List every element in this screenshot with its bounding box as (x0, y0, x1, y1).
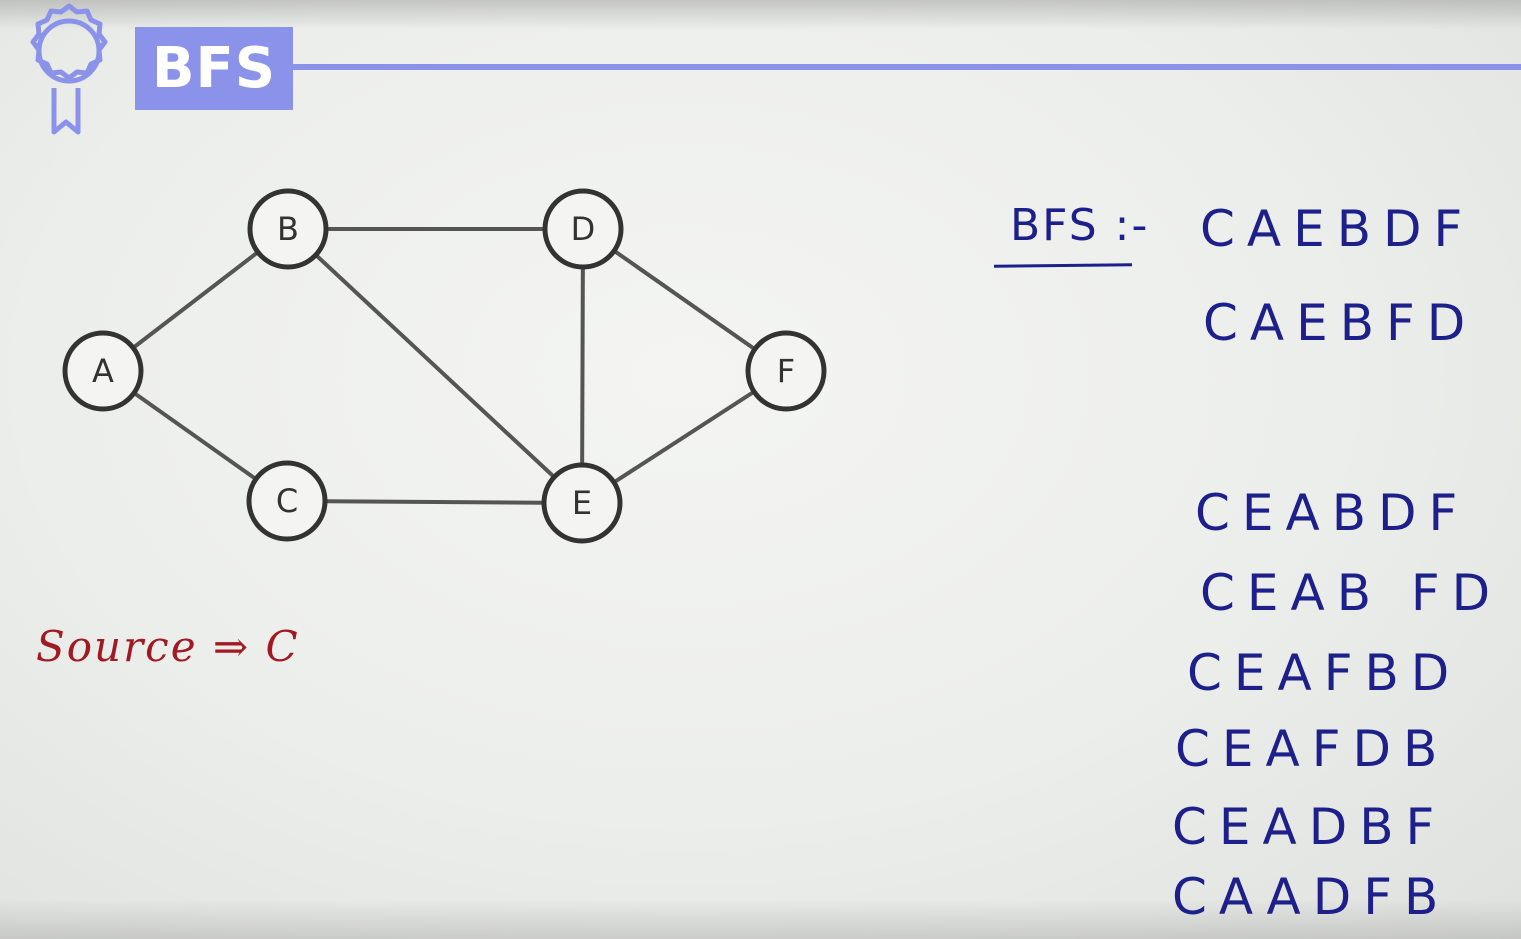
edge-d-e (580, 228, 585, 504)
node-b: B (247, 188, 329, 270)
bfs-label-underline (993, 263, 1133, 268)
bottom-shade (0, 899, 1521, 939)
node-label: C (276, 482, 298, 520)
award-ribbon-icon (30, 3, 108, 135)
node-e: E (541, 462, 623, 544)
bfs-sequence-3: CEABDF (1195, 484, 1470, 542)
bfs-sequence-8: CAADFB (1172, 868, 1451, 926)
bfs-sequence-7: CEADBF (1172, 798, 1447, 856)
node-d: D (542, 188, 624, 270)
graph-nodes: A B C D E F (62, 188, 827, 544)
node-label: B (277, 210, 299, 248)
graph-edges (101, 227, 788, 505)
node-a: A (62, 330, 144, 412)
bfs-sequence-5: CEAFBD (1187, 644, 1462, 702)
bfs-sequence-6: CEAFDB (1175, 720, 1450, 778)
bfs-sequence-2: CAEBFD (1203, 294, 1478, 352)
node-circle (246, 460, 328, 542)
page-title: BFS (135, 27, 293, 110)
node-circle (62, 330, 144, 412)
edge-b-e (286, 227, 584, 505)
bfs-sequence-1: CAEBDF (1200, 200, 1475, 258)
source-note: Source ⇒ C (36, 622, 300, 671)
node-label: E (572, 484, 592, 522)
node-label: D (571, 210, 596, 248)
title-rule (293, 64, 1521, 70)
node-label: F (777, 352, 795, 390)
bfs-sequence-4: CEAB FD (1200, 564, 1503, 622)
node-circle (745, 330, 827, 412)
edge-c-e (286, 499, 583, 505)
top-shade (0, 0, 1521, 30)
node-label: A (92, 352, 114, 390)
node-circle (541, 462, 623, 544)
node-f: F (745, 330, 827, 412)
node-c: C (246, 460, 328, 542)
graph-diagram: A B C D E F (62, 188, 827, 544)
node-circle (247, 188, 329, 270)
bfs-label: BFS :- (1010, 200, 1150, 251)
node-circle (542, 188, 624, 270)
edge-d-f (581, 227, 788, 373)
